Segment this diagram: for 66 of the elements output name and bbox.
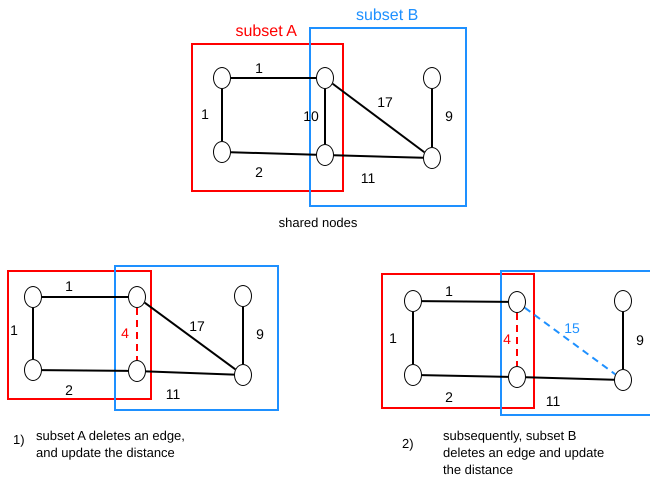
graph-edge (221, 89, 223, 141)
graph-node (213, 67, 231, 89)
edge-weight: 2 (444, 389, 454, 405)
subset-heading: subset A (236, 23, 297, 41)
graph-edge (422, 374, 508, 378)
step-number: 1) (13, 432, 26, 449)
graph-node (423, 147, 441, 169)
graph-edge (422, 300, 508, 303)
graph-node (614, 290, 632, 312)
caption-text: shared nodes (278, 215, 358, 232)
step-number: 2) (402, 436, 415, 453)
subset-heading: subset B (356, 7, 418, 25)
graph-node (508, 366, 526, 388)
graph-node (404, 364, 422, 386)
graph-edge (431, 89, 433, 147)
graph-node (234, 285, 252, 307)
graph-node (128, 286, 146, 308)
edge-weight: 1 (254, 60, 264, 76)
graph-edge (516, 313, 518, 366)
graph-edge (324, 89, 326, 144)
edge-weight: 4 (120, 325, 130, 341)
graph-edge (136, 308, 138, 360)
graph-node (508, 291, 526, 313)
step-description: subsequently, subset B deletes an edge and update the distance (443, 428, 606, 479)
graph-node (213, 141, 231, 163)
edge-weight: 9 (635, 332, 645, 348)
edge-weight: 1 (388, 330, 398, 346)
graph-node (234, 364, 252, 386)
edge-weight: 11 (360, 170, 376, 186)
graph-edge (32, 308, 34, 359)
edge-weight: 9 (255, 326, 265, 342)
edge-weight: 1 (9, 322, 19, 338)
edge-weight: 1 (64, 278, 74, 294)
graph-node (128, 360, 146, 382)
graph-node (316, 144, 334, 166)
edge-weight: 15 (563, 320, 581, 336)
edge-weight: 9 (444, 108, 454, 124)
graph-edge (524, 306, 616, 376)
graph-edge (146, 370, 234, 376)
graph-edge (144, 302, 236, 370)
graph-node (24, 359, 42, 381)
graph-node (404, 290, 422, 312)
graph-edge (412, 312, 414, 364)
graph-node (24, 286, 42, 308)
step-description: subset A deletes an edge, and update the distance (36, 428, 186, 462)
graph-edge (526, 376, 614, 381)
graph-edge (42, 369, 128, 372)
edge-weight: 11 (164, 386, 182, 402)
edge-weight: 1 (444, 283, 454, 299)
edge-weight: 1 (200, 106, 210, 122)
edge-weight: 17 (376, 94, 394, 110)
graph-edge (42, 296, 128, 298)
edge-weight: 17 (188, 318, 206, 334)
graph-edge (230, 151, 316, 156)
graph-node (423, 67, 441, 89)
graph-edge (332, 82, 425, 154)
graph-edge (334, 154, 424, 159)
graph-edge (242, 307, 244, 364)
edge-weight: 11 (544, 393, 562, 409)
graph-edge (231, 77, 316, 79)
edge-weight: 4 (502, 331, 512, 347)
graph-node (316, 67, 334, 89)
graph-node (614, 369, 632, 391)
edge-weight: 2 (64, 382, 74, 398)
edge-weight: 2 (254, 164, 264, 180)
graph-edge (622, 312, 624, 369)
